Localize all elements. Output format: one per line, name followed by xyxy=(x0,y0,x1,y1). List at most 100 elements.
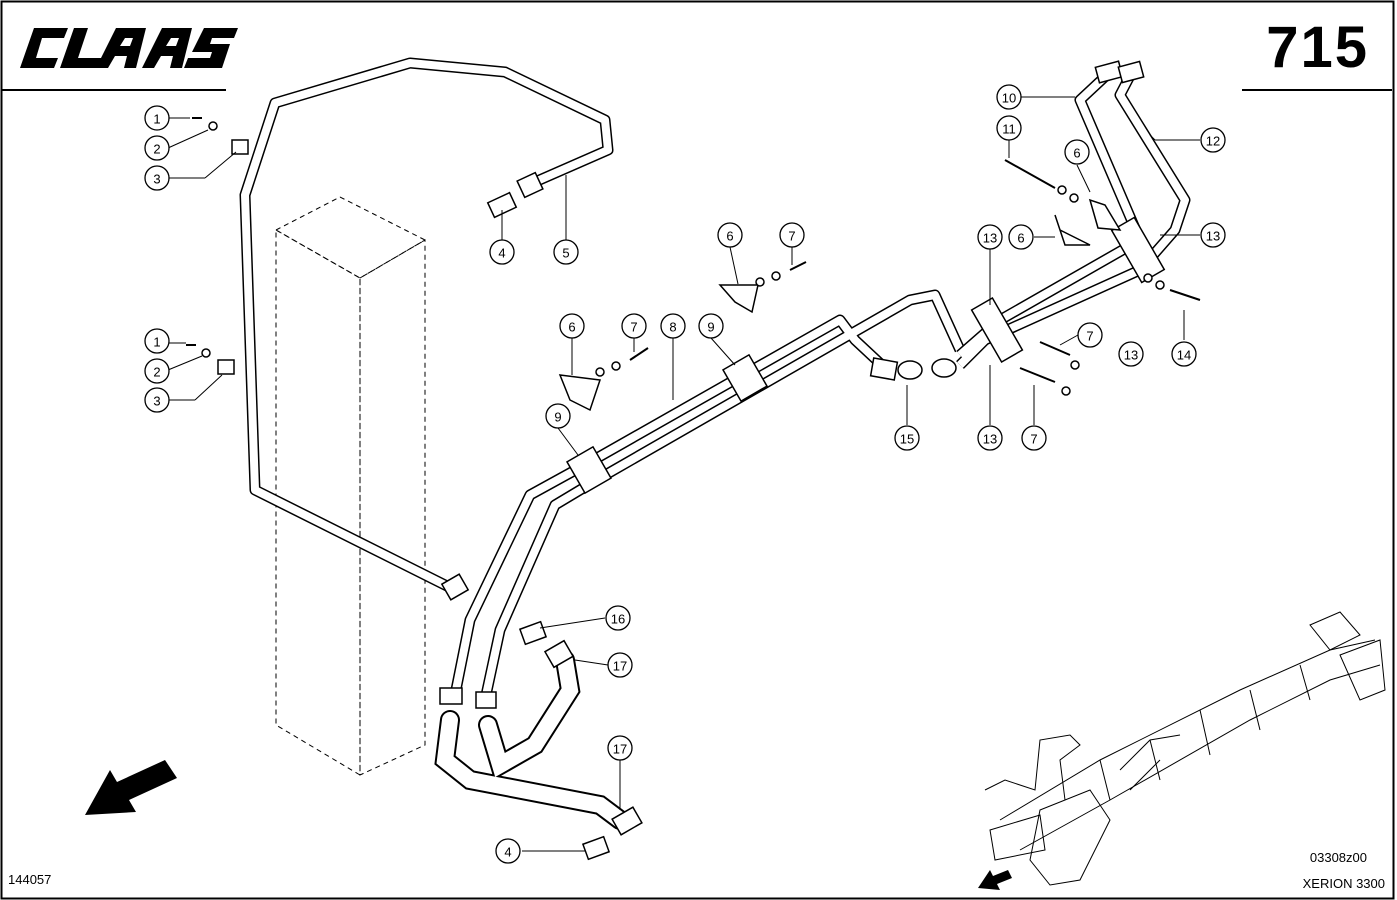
callout-c13c: 13 xyxy=(1118,341,1144,367)
model-name: XERION 3300 xyxy=(1302,876,1385,891)
callout-circle xyxy=(144,358,170,384)
callout-circle xyxy=(977,224,1003,250)
callout-label: 14 xyxy=(1177,348,1191,363)
callout-c9a: 9 xyxy=(698,313,724,339)
callout-label: 8 xyxy=(669,320,676,335)
callout-circle xyxy=(717,222,743,248)
callout-c12: 12 xyxy=(1200,127,1226,153)
callout-c17a: 17 xyxy=(607,652,633,678)
callout-label: 4 xyxy=(504,845,511,860)
callout-label: 6 xyxy=(568,320,575,335)
callout-circle xyxy=(660,313,686,339)
callout-c2a: 2 xyxy=(144,135,170,161)
callout-label: 3 xyxy=(153,394,160,409)
callout-label: 2 xyxy=(153,142,160,157)
callout-label: 6 xyxy=(726,229,733,244)
callout-label: 10 xyxy=(1002,91,1016,106)
callout-circle xyxy=(144,135,170,161)
callout-c6c: 6 xyxy=(1064,139,1090,165)
claas-logo xyxy=(12,26,238,75)
callout-label: 13 xyxy=(1124,348,1138,363)
callout-c1b: 1 xyxy=(144,328,170,354)
callout-circle xyxy=(621,313,647,339)
bolts xyxy=(186,117,1201,383)
callout-circle xyxy=(144,328,170,354)
callout-c6a: 6 xyxy=(717,222,743,248)
leader-lines xyxy=(167,96,1200,852)
callout-circle xyxy=(553,239,579,265)
callout-c7a: 7 xyxy=(779,222,805,248)
callout-circle xyxy=(996,84,1022,110)
callout-circle xyxy=(1118,341,1144,367)
callout-c5: 5 xyxy=(553,239,579,265)
callout-c15: 15 xyxy=(894,425,920,451)
callout-c7b: 7 xyxy=(621,313,647,339)
housing-dashed-outline xyxy=(274,196,427,776)
callout-c3a: 3 xyxy=(144,165,170,191)
callout-label: 1 xyxy=(153,335,160,350)
drawing-code: 03308z00 xyxy=(1309,850,1367,865)
callout-circle xyxy=(779,222,805,248)
callout-circle xyxy=(545,403,571,429)
callout-label: 12 xyxy=(1206,134,1220,149)
callout-label: 5 xyxy=(562,246,569,261)
callout-c9b: 9 xyxy=(545,403,571,429)
clamp-halves xyxy=(558,198,1122,412)
callout-label: 9 xyxy=(554,410,561,425)
callout-circle xyxy=(495,838,521,864)
claas-logo-mark xyxy=(20,28,238,68)
direction-arrow-large xyxy=(85,760,177,815)
callout-label: 3 xyxy=(153,172,160,187)
callout-c17b: 17 xyxy=(607,735,633,761)
callout-circle xyxy=(1021,425,1047,451)
callout-circle xyxy=(489,239,515,265)
callout-c4b: 4 xyxy=(495,838,521,864)
callout-circle xyxy=(559,313,585,339)
callout-c1a: 1 xyxy=(144,105,170,131)
callout-circle xyxy=(996,115,1022,141)
callout-label: 7 xyxy=(788,229,795,244)
page-number: 715 xyxy=(1266,15,1369,80)
callout-label: 2 xyxy=(153,365,160,380)
callout-label: 13 xyxy=(983,231,997,246)
callout-label: 4 xyxy=(498,246,505,261)
chassis-inset xyxy=(984,611,1386,886)
callout-c6d: 6 xyxy=(1008,224,1034,250)
fittings xyxy=(439,60,1145,861)
direction-arrow-small xyxy=(978,870,1012,890)
callout-label: 16 xyxy=(611,612,625,627)
callout-c14: 14 xyxy=(1171,341,1197,367)
callout-label: 6 xyxy=(1017,231,1024,246)
callout-c13b: 13 xyxy=(1200,222,1226,248)
callout-circle xyxy=(607,652,633,678)
callout-circle xyxy=(1077,322,1103,348)
callout-c8: 8 xyxy=(660,313,686,339)
callout-label: 13 xyxy=(1206,229,1220,244)
callout-label: 17 xyxy=(613,742,627,757)
callout-circle xyxy=(1171,341,1197,367)
callout-c6b: 6 xyxy=(559,313,585,339)
callout-label: 7 xyxy=(1086,329,1093,344)
callout-c13d: 13 xyxy=(977,425,1003,451)
small-parts xyxy=(201,121,1165,396)
callout-circle xyxy=(144,105,170,131)
clamps xyxy=(565,216,1166,495)
callout-circle xyxy=(977,425,1003,451)
callout-circle xyxy=(1200,222,1226,248)
callout-circle xyxy=(144,165,170,191)
callout-c7d: 7 xyxy=(1021,425,1047,451)
callout-circle xyxy=(1064,139,1090,165)
callout-circle xyxy=(605,605,631,631)
callout-label: 17 xyxy=(613,659,627,674)
callout-label: 15 xyxy=(900,432,914,447)
callout-circle xyxy=(698,313,724,339)
callout-c16: 16 xyxy=(605,605,631,631)
callout-circle xyxy=(607,735,633,761)
callout-c7c: 7 xyxy=(1077,322,1103,348)
callout-c13a: 13 xyxy=(977,224,1003,250)
callout-circle xyxy=(144,387,170,413)
callout-c2b: 2 xyxy=(144,358,170,384)
callout-c11: 11 xyxy=(996,115,1022,141)
